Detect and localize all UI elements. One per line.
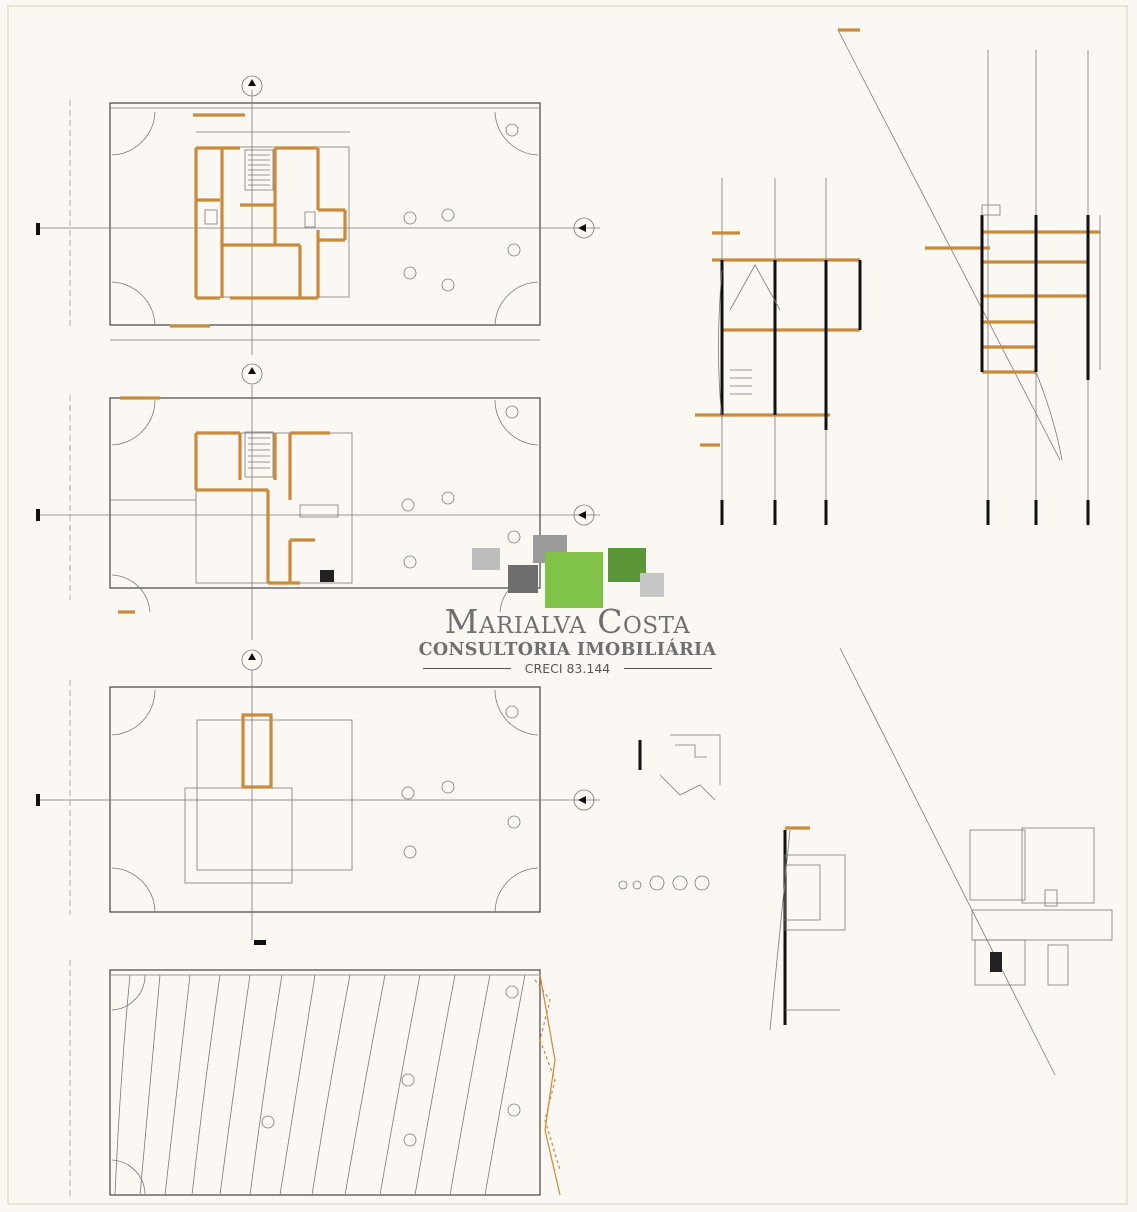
watermark-rule-right bbox=[624, 668, 712, 669]
stair-detail bbox=[638, 734, 721, 801]
section-a-a bbox=[837, 28, 1101, 525]
legend bbox=[618, 875, 710, 891]
section-b-b bbox=[695, 178, 862, 525]
watermark-creci: CRECI 83.144 bbox=[524, 661, 611, 676]
logo-squares-icon bbox=[472, 535, 664, 608]
watermark-title: Marialva Costa bbox=[444, 602, 691, 641]
watermark-logo: Marialva Costa CONSULTORIA IMOBILIÁRIA C… bbox=[415, 530, 720, 680]
watermark-rule-left bbox=[423, 668, 511, 669]
left-side-facade bbox=[839, 647, 1113, 1076]
roof-plan bbox=[36, 649, 600, 945]
topography-plan bbox=[69, 960, 561, 1200]
ground-floor-plan bbox=[36, 363, 600, 640]
front-facade bbox=[769, 826, 846, 1031]
sheet-border bbox=[7, 5, 1128, 1205]
watermark-subtitle: CONSULTORIA IMOBILIÁRIA bbox=[418, 640, 717, 660]
upper-floor-plan bbox=[36, 75, 600, 355]
